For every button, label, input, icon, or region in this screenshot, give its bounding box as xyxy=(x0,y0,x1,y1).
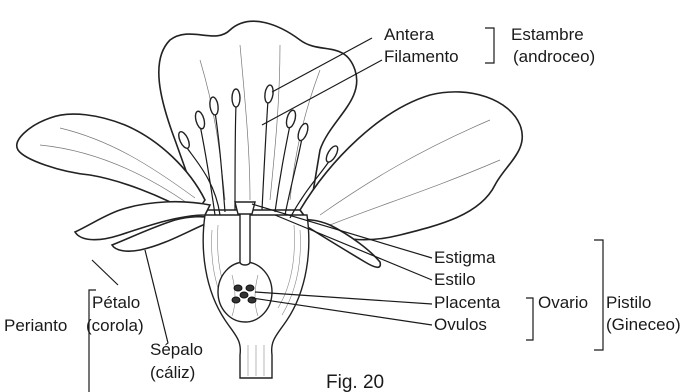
pistilo-bracket xyxy=(594,240,603,350)
label-filamento: Filamento xyxy=(384,47,459,66)
label-estigma: Estigma xyxy=(434,248,496,267)
estambre-bracket xyxy=(485,28,494,63)
label-ovulos: Ovulos xyxy=(434,315,487,334)
label-pistilo: Pistilo xyxy=(606,293,651,312)
label-caliz: (cáliz) xyxy=(150,363,195,382)
label-petalo: Pétalo xyxy=(92,293,140,312)
label-estambre: Estambre xyxy=(511,25,584,44)
label-sepalo: Sépalo xyxy=(150,340,203,359)
label-corola: (corola) xyxy=(86,316,144,335)
ovario-bracket xyxy=(526,298,533,340)
label-estilo: Estilo xyxy=(434,270,476,289)
label-gineceo: (Gineceo) xyxy=(606,315,681,334)
label-perianto: Perianto xyxy=(4,316,67,335)
label-antera: Antera xyxy=(384,25,435,44)
label-placenta: Placenta xyxy=(434,293,501,312)
figure-caption: Fig. 20 xyxy=(326,372,384,392)
label-ovario: Ovario xyxy=(538,293,588,312)
label-androceo: (androceo) xyxy=(513,47,595,66)
stigma xyxy=(235,202,255,214)
style xyxy=(240,212,250,265)
